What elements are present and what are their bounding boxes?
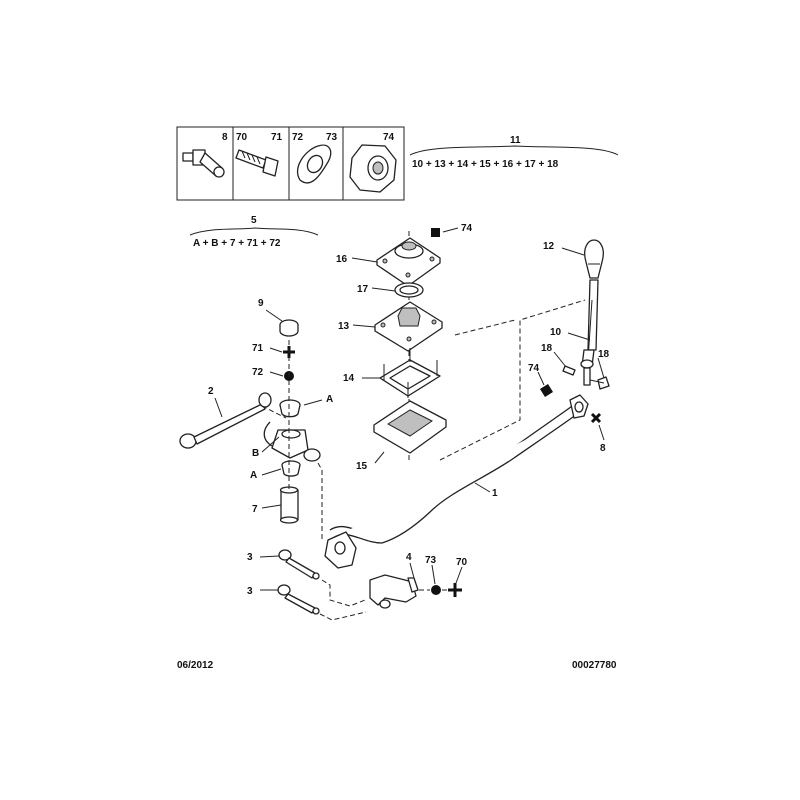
callout-15: 15 — [356, 461, 368, 472]
gear-knob-icon — [584, 239, 604, 279]
callout-B: B — [252, 448, 259, 459]
callout-74-right: 74 — [528, 363, 540, 374]
kit-label-72: 72 — [292, 132, 304, 143]
kit-11-label: 11 — [510, 135, 521, 146]
part-13-guide — [374, 301, 443, 352]
gear-lever — [562, 239, 610, 390]
callout-3-top: 3 — [247, 552, 253, 563]
left-linkage — [263, 319, 323, 540]
callout-8: 8 — [600, 443, 606, 454]
hardware-kit-box: 8 70 71 72 73 74 — [176, 126, 405, 201]
callout-7: 7 — [252, 504, 258, 515]
leader-lines — [214, 227, 605, 591]
kit-label-70: 70 — [236, 132, 248, 143]
callout-labels: 74 16 17 13 14 15 12 10 18 18 74 8 1 9 7… — [208, 223, 610, 597]
kit-label-74: 74 — [383, 132, 395, 143]
callout-A-bottom: A — [250, 470, 257, 481]
callout-18-left: 18 — [541, 343, 553, 354]
square-nut-icon — [431, 228, 440, 237]
dashed-link — [454, 319, 516, 336]
callout-14: 14 — [343, 373, 355, 384]
callout-74-top: 74 — [461, 223, 473, 234]
callout-2: 2 — [208, 386, 214, 397]
dashed-outline-housing — [439, 299, 586, 461]
kit-11-formula: 10 + 13 + 14 + 15 + 16 + 17 + 18 — [412, 159, 559, 170]
pin-icon — [182, 149, 225, 178]
footer-reference: 00027780 — [572, 660, 617, 671]
part-2-link-rod — [179, 392, 287, 449]
kit-5-label: 5 — [251, 215, 257, 226]
callout-17: 17 — [357, 284, 369, 295]
kit-5-formula: A + B + 7 + 71 + 72 — [193, 238, 281, 249]
kit-label-71: 71 — [271, 132, 283, 143]
callout-73: 73 — [425, 555, 437, 566]
clip-icon — [296, 144, 332, 184]
callout-16: 16 — [336, 254, 348, 265]
square-nut-icon — [540, 384, 553, 397]
housing-stack — [373, 228, 447, 460]
kit-label-8: 8 — [222, 132, 228, 143]
callout-1: 1 — [492, 488, 498, 499]
callout-A-top: A — [326, 394, 333, 405]
part-17-ring — [394, 282, 424, 298]
selector-rods-3 — [277, 531, 367, 621]
part-1-shift-rod — [329, 394, 602, 544]
callout-4: 4 — [406, 552, 412, 563]
kit-5-brace: 5 A + B + 7 + 71 + 72 — [189, 215, 319, 249]
callout-9: 9 — [258, 298, 264, 309]
callout-13: 13 — [338, 321, 350, 332]
part-4-bracket — [369, 574, 462, 609]
callout-71: 71 — [252, 343, 264, 354]
part-14-frame — [379, 348, 441, 398]
kit-11-brace: 11 10 + 13 + 14 + 15 + 16 + 17 + 18 — [409, 135, 619, 170]
part-15-base — [373, 400, 447, 454]
callout-12: 12 — [543, 241, 555, 252]
part-16-top-plate — [376, 237, 441, 287]
kit-label-73: 73 — [326, 132, 338, 143]
callout-18-right: 18 — [598, 349, 610, 360]
callout-70: 70 — [456, 557, 468, 568]
callout-3-bottom: 3 — [247, 586, 253, 597]
callout-72: 72 — [252, 367, 264, 378]
footer-date: 06/2012 — [177, 660, 214, 671]
nut-icon — [349, 144, 397, 193]
bolt-icon — [235, 149, 279, 177]
callout-10: 10 — [550, 327, 562, 338]
